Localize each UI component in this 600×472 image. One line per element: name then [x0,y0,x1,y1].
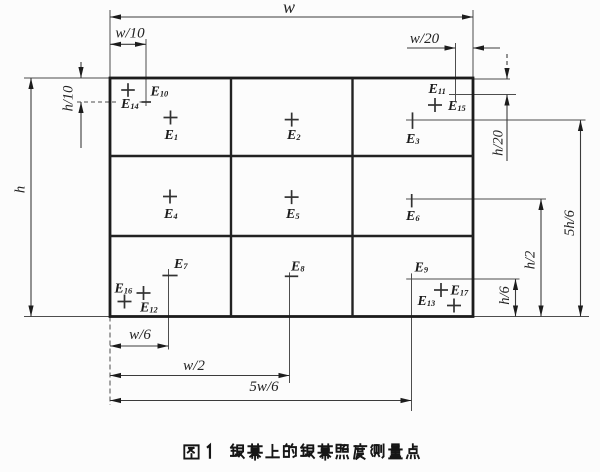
svg-text:w/2: w/2 [183,358,205,374]
svg-text:h/2: h/2 [523,251,539,270]
svg-text:5h/6: 5h/6 [562,209,578,236]
svg-text:w/10: w/10 [115,26,145,42]
svg-text:h/10: h/10 [61,85,77,112]
svg-text:h/20: h/20 [491,129,507,156]
svg-text:h: h [13,186,29,193]
svg-text:w: w [283,0,295,17]
svg-text:h/6: h/6 [497,285,513,304]
svg-text:w/6: w/6 [129,327,151,343]
svg-text:w/20: w/20 [410,31,440,47]
svg-text:5w/6: 5w/6 [249,379,279,395]
